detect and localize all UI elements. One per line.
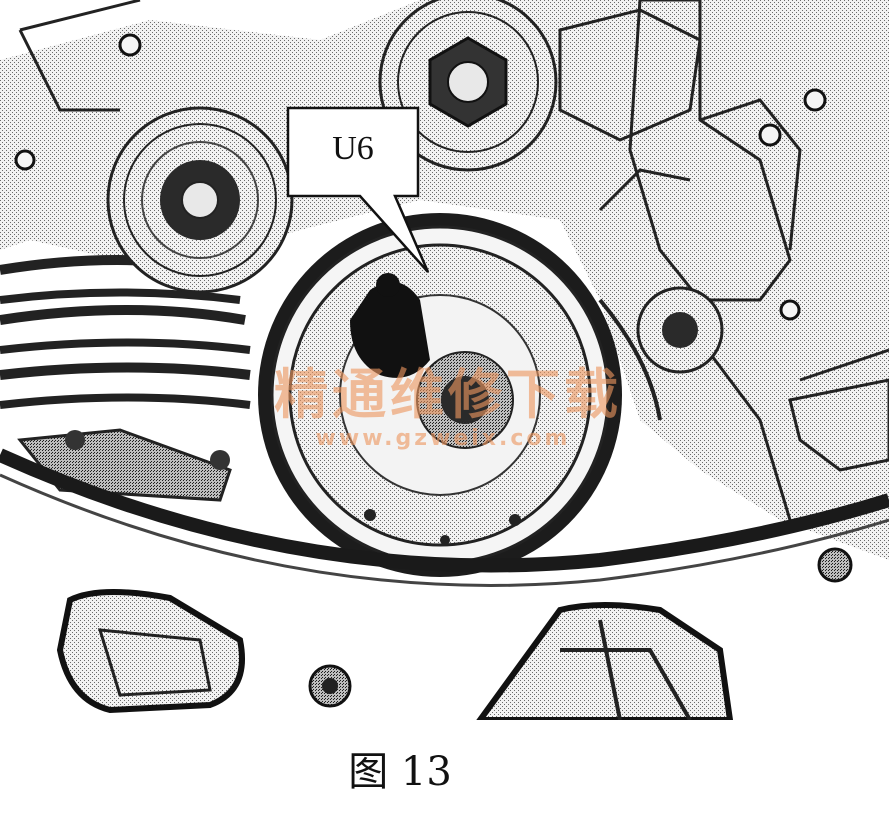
- figure-caption: 图 13: [348, 749, 452, 795]
- left-idler-pulley: [106, 106, 294, 294]
- bolt-heads: [14, 33, 853, 708]
- upper-idler-pulley: [378, 0, 558, 172]
- lower-right-bracket: [476, 602, 734, 720]
- lower-left-bracket: [56, 588, 245, 714]
- crankshaft-sprocket: [258, 213, 622, 577]
- tensioner-pulley: [636, 286, 724, 374]
- timing-mark-slot: [350, 273, 430, 378]
- callout-box: [286, 106, 430, 273]
- watermark-url: www.gzweix.com: [315, 426, 571, 451]
- callout-label: U6: [332, 130, 374, 167]
- watermark-site-name: 精通维修下载: [274, 363, 622, 426]
- engine-timing-belt-drawing: [0, 0, 889, 720]
- timing-belt-lower: [0, 298, 889, 587]
